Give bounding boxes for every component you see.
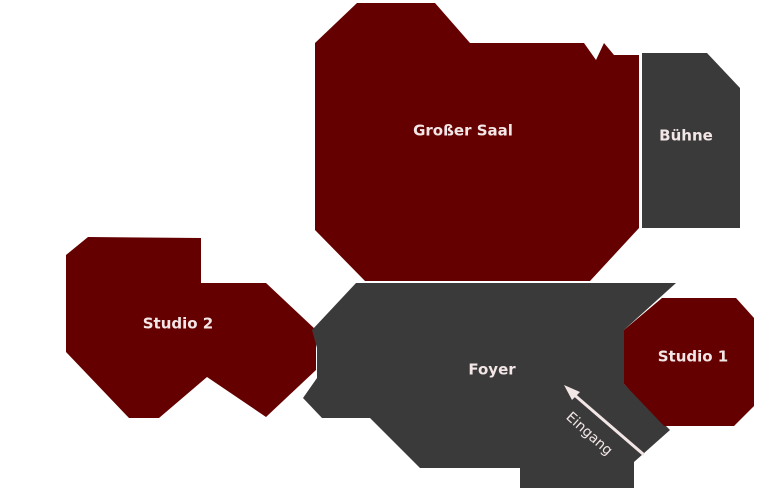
room-foyer-label: Foyer xyxy=(468,361,516,379)
room-studio-2[interactable]: Studio 2 xyxy=(66,237,316,418)
room-studio-1-label: Studio 1 xyxy=(658,348,729,366)
room-studio-2-label: Studio 2 xyxy=(143,315,214,333)
room-studio-1-shape[interactable] xyxy=(624,298,754,426)
room-studio-1[interactable]: Studio 1 xyxy=(624,298,754,426)
room-grosser-saal-shape[interactable] xyxy=(315,3,639,281)
room-buehne[interactable]: Bühne xyxy=(642,53,740,228)
room-buehne-label: Bühne xyxy=(659,127,713,145)
arrow-icon xyxy=(564,385,645,456)
room-studio-2-shape[interactable] xyxy=(66,237,316,418)
room-grosser-saal-label: Großer Saal xyxy=(413,122,513,140)
room-foyer-shape[interactable] xyxy=(303,283,676,488)
room-foyer[interactable]: Foyer xyxy=(303,283,676,488)
room-buehne-shape[interactable] xyxy=(642,53,740,228)
room-grosser-saal[interactable]: Großer Saal xyxy=(315,3,639,281)
